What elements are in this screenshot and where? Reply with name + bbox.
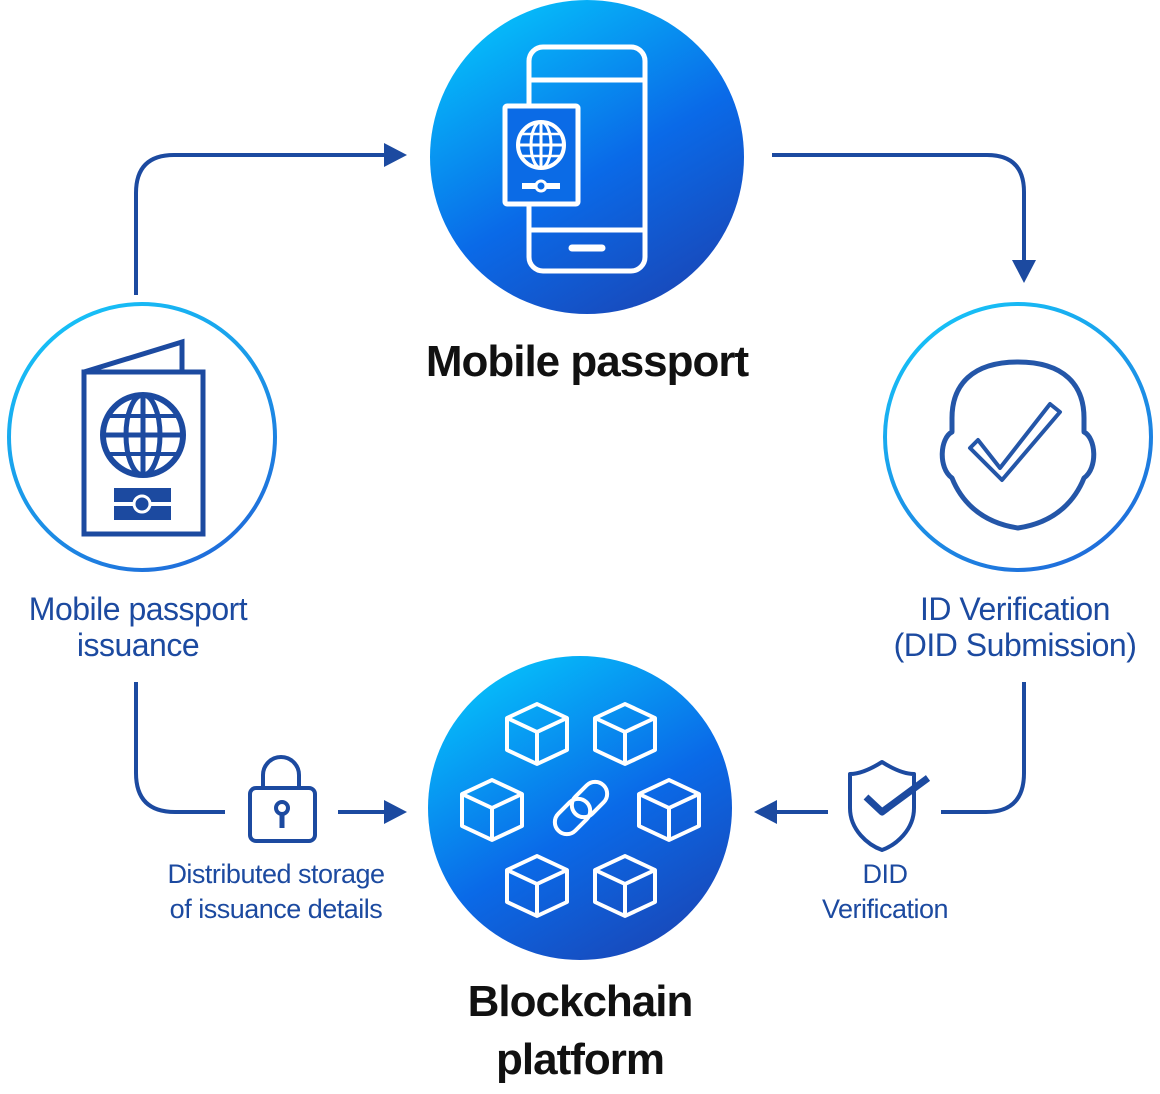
passport-book-icon xyxy=(81,338,206,537)
arrowhead-to-passport xyxy=(384,143,407,167)
mobile-passport-label: Mobile passport xyxy=(425,337,749,386)
storage-label: Distributed storage of issuance details xyxy=(167,859,385,924)
arrowhead-to-verification xyxy=(1012,260,1036,283)
blockchain-cubes-icon xyxy=(460,702,701,918)
arrowhead-to-blockchain-left xyxy=(384,800,407,824)
issuance-label: Mobile passport issuance xyxy=(28,591,248,663)
id-verification-label: ID Verification (DID Submission) xyxy=(893,591,1137,663)
id-verification-node xyxy=(883,302,1153,572)
connector-verification-to-shield xyxy=(941,682,1026,814)
connector-issuance-to-passport xyxy=(134,153,388,295)
connector-passport-to-verification xyxy=(772,153,1026,262)
chain-link-icon xyxy=(552,779,610,837)
blockchain-node xyxy=(428,656,732,960)
mobile-passport-node xyxy=(430,0,744,314)
blockchain-label: Blockchain platform xyxy=(467,977,694,1084)
face-check-icon xyxy=(939,359,1097,531)
lock-icon xyxy=(248,755,317,843)
arrowhead-to-blockchain-right xyxy=(754,800,777,824)
did-verification-label: DID Verification xyxy=(821,859,949,924)
phone-passport-icon xyxy=(502,44,648,274)
issuance-node xyxy=(7,302,277,572)
shield-check-icon xyxy=(848,760,931,852)
connector-issuance-to-lock xyxy=(134,682,225,814)
